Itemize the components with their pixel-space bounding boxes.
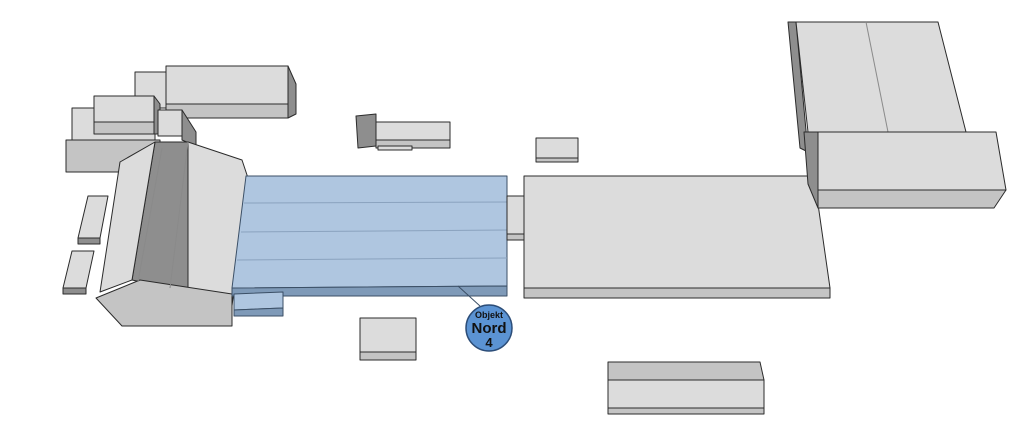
marker-label-line3: 4	[485, 335, 493, 350]
building-south-mid[interactable]	[359, 317, 417, 361]
building-west-hall[interactable]	[95, 141, 249, 327]
building-far-east[interactable]	[787, 21, 1007, 209]
objekt-marker[interactable]: Objekt Nord 4	[457, 285, 513, 352]
shed-west-1[interactable]	[77, 195, 109, 245]
shed-west-2[interactable]	[62, 250, 95, 295]
building-east-hall[interactable]	[523, 175, 831, 299]
building-southeast[interactable]	[607, 361, 765, 415]
building-mid-north[interactable]	[355, 113, 451, 151]
building-objekt-nord-4[interactable]	[231, 175, 508, 317]
marker-leader-line	[457, 285, 481, 307]
marker-circle	[465, 304, 513, 352]
connector-passage[interactable]	[506, 195, 525, 241]
marker-label-line1: Objekt	[475, 310, 503, 320]
marker-label-line2: Nord	[472, 320, 507, 337]
building-w-house[interactable]	[65, 95, 197, 173]
building-mid-small[interactable]	[535, 137, 579, 163]
